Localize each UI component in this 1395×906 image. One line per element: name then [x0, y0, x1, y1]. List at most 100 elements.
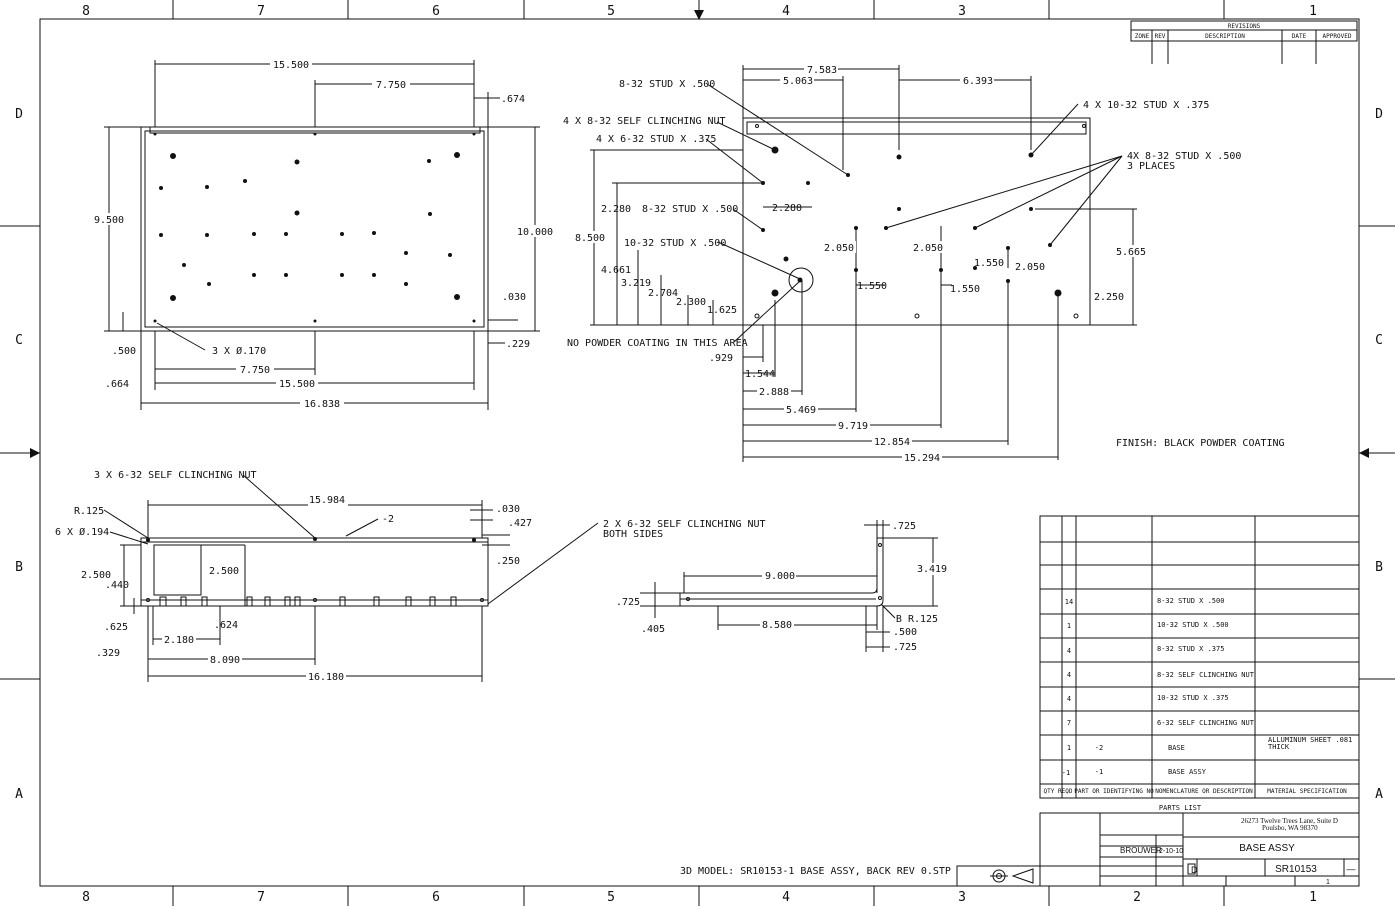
- tb-date: 2-10-10: [1159, 848, 1183, 855]
- parts-qty-6: 7: [1067, 719, 1071, 727]
- top-dim-15500-upper: 15.500: [273, 60, 309, 71]
- side-dim-16180: 16.180: [308, 672, 344, 683]
- tb-dwg-no: SR10153: [1275, 864, 1317, 875]
- zone-row-a-left: A: [15, 787, 23, 802]
- zone-row-b-right: B: [1375, 560, 1383, 575]
- zone-row-c-right: C: [1375, 333, 1383, 348]
- drawing-border: [39, 18, 1360, 887]
- front-dim-5063: 5.063: [783, 76, 813, 87]
- side-callout-both-sides-1: 2 X 6-32 SELF CLINCHING NUT: [603, 519, 766, 530]
- parts-desc-1: 8-32 STUD X .500: [1157, 597, 1224, 605]
- parts-mat-7: ALLUMINUM SHEET .081 THICK: [1268, 737, 1353, 751]
- bracket-dim-9000: 9.000: [765, 571, 795, 582]
- front-callout-no-powder: NO POWDER COATING IN THIS AREA: [567, 338, 748, 349]
- zone-col-6-top: 6: [432, 4, 440, 19]
- parts-qty-3: 4: [1067, 647, 1071, 655]
- rev-header-zone: ZONE: [1135, 33, 1150, 40]
- parts-qty-2: 1: [1067, 622, 1071, 630]
- parts-desc-4: 8-32 SELF CLINCHING NUT: [1157, 671, 1255, 679]
- zone-col-8-bottom: 8: [82, 890, 90, 905]
- bracket-dim-3419: 3.419: [917, 564, 947, 575]
- front-callout-3-places: 3 PLACES: [1127, 161, 1175, 172]
- zone-row-a-right: A: [1375, 787, 1383, 802]
- top-dim-500: .500: [112, 346, 136, 357]
- zone-col-7-top: 7: [257, 4, 265, 19]
- front-dim-2704: 2.704: [648, 288, 678, 299]
- zone-col-1-bottom: 1: [1309, 890, 1317, 905]
- front-dim-4661: 4.661: [601, 265, 631, 276]
- top-dim-674: .674: [501, 94, 525, 105]
- center-mark-top: [694, 10, 704, 20]
- top-dim-664: .664: [105, 379, 129, 390]
- front-dim-2050-a: 2.050: [824, 243, 854, 254]
- zone-col-4-top: 4: [782, 4, 790, 19]
- tb-address-2: Poulsbo, WA 98370: [1262, 824, 1318, 832]
- top-dim-030: .030: [502, 292, 526, 303]
- bracket-dim-725-bottom: .725: [893, 642, 917, 653]
- front-dim-1550-a: 1.550: [857, 281, 887, 292]
- front-dim-2280-left: 2.280: [601, 204, 631, 215]
- zone-col-8-top: 8: [82, 4, 90, 19]
- parts-desc-6: 6-32 SELF CLINCHING NUT: [1157, 719, 1255, 727]
- front-dim-2300: 2.300: [676, 297, 706, 308]
- parts-header-desc: NOMENCLATURE OR DESCRIPTION: [1155, 788, 1253, 795]
- side-dim-427: .427: [508, 518, 532, 529]
- front-callout-8-32-stud-mid: 8-32 STUD X .500: [642, 204, 738, 215]
- front-callout-10-32-stud-4x: 4 X 10-32 STUD X .375: [1083, 100, 1209, 111]
- side-callout-both-sides-2: BOTH SIDES: [603, 529, 663, 540]
- side-dim-440: .440: [105, 580, 129, 591]
- top-callout-holes: 3 X Ø.170: [212, 345, 266, 357]
- top-dim-229: .229: [506, 339, 530, 350]
- zone-col-5-top: 5: [607, 4, 615, 19]
- front-callout-4x-8-32: 4X 8-32 STUD X .500: [1127, 151, 1241, 162]
- front-dim-2280-right: 2.280: [772, 203, 802, 214]
- rev-header-date: DATE: [1292, 33, 1307, 40]
- rev-header-approved: APPROVED: [1323, 33, 1352, 40]
- zone-row-d-right: D: [1375, 107, 1383, 122]
- side-dim-250: .250: [496, 556, 520, 567]
- tb-title: BASE ASSY: [1239, 843, 1295, 854]
- side-callout-r125: R.125: [74, 506, 104, 517]
- side-dim-030: .030: [496, 504, 520, 515]
- parts-qty-7: 1: [1067, 744, 1071, 752]
- tb-size: D: [1191, 865, 1198, 875]
- top-dim-16838: 16.838: [304, 399, 340, 410]
- parts-header-qty: QTY REQD: [1044, 788, 1073, 795]
- zone-col-6-bottom: 6: [432, 890, 440, 905]
- parts-qty-8: -1: [1062, 769, 1070, 777]
- parts-desc-5: 10-32 STUD X .375: [1157, 694, 1229, 702]
- front-dim-1625: 1.625: [707, 305, 737, 316]
- tb-fine-print-1: [1043, 813, 1047, 820]
- parts-qty-1: 14: [1065, 598, 1073, 606]
- front-dim-2250: 2.250: [1094, 292, 1124, 303]
- parts-header-part: PART OR IDENTIFYING NO: [1074, 788, 1154, 795]
- side-callout-clinch-nut: 3 X 6-32 SELF CLINCHING NUT: [94, 470, 257, 481]
- parts-desc-7: BASE: [1168, 744, 1185, 752]
- bracket-dim-725-top: .725: [892, 521, 916, 532]
- zone-col-5-bottom: 5: [607, 890, 615, 905]
- front-dim-5469: 5.469: [786, 405, 816, 416]
- side-dim-8090: 8.090: [210, 655, 240, 666]
- center-mark-right: [1359, 448, 1369, 458]
- side-dim-15984: 15.984: [309, 495, 345, 506]
- front-dim-12854: 12.854: [874, 437, 910, 448]
- top-dim-9500: 9.500: [94, 215, 124, 226]
- top-dim-15500-lower: 15.500: [279, 379, 315, 390]
- rev-header-rev: REV: [1155, 33, 1166, 40]
- parts-list-title: PARTS LIST: [1159, 804, 1202, 812]
- front-dim-2888: 2.888: [759, 387, 789, 398]
- front-dim-2050-b: 2.050: [913, 243, 943, 254]
- front-dim-3219: 3.219: [621, 278, 651, 289]
- zone-row-b-left: B: [15, 560, 23, 575]
- top-dim-10000: 10.000: [517, 227, 553, 238]
- front-dim-1550-b: 1.550: [950, 284, 980, 295]
- side-callout-holes: 6 X Ø.194: [55, 526, 109, 538]
- bracket-dim-725-left: .725: [616, 597, 640, 608]
- front-dim-9719: 9.719: [838, 421, 868, 432]
- front-dim-6393: 6.393: [963, 76, 993, 87]
- front-callout-6-32-stud: 4 X 6-32 STUD X .375: [596, 134, 716, 145]
- front-dim-7583: 7.583: [807, 65, 837, 76]
- parts-desc-8: BASE ASSY: [1168, 768, 1207, 776]
- center-mark-left: [30, 448, 40, 458]
